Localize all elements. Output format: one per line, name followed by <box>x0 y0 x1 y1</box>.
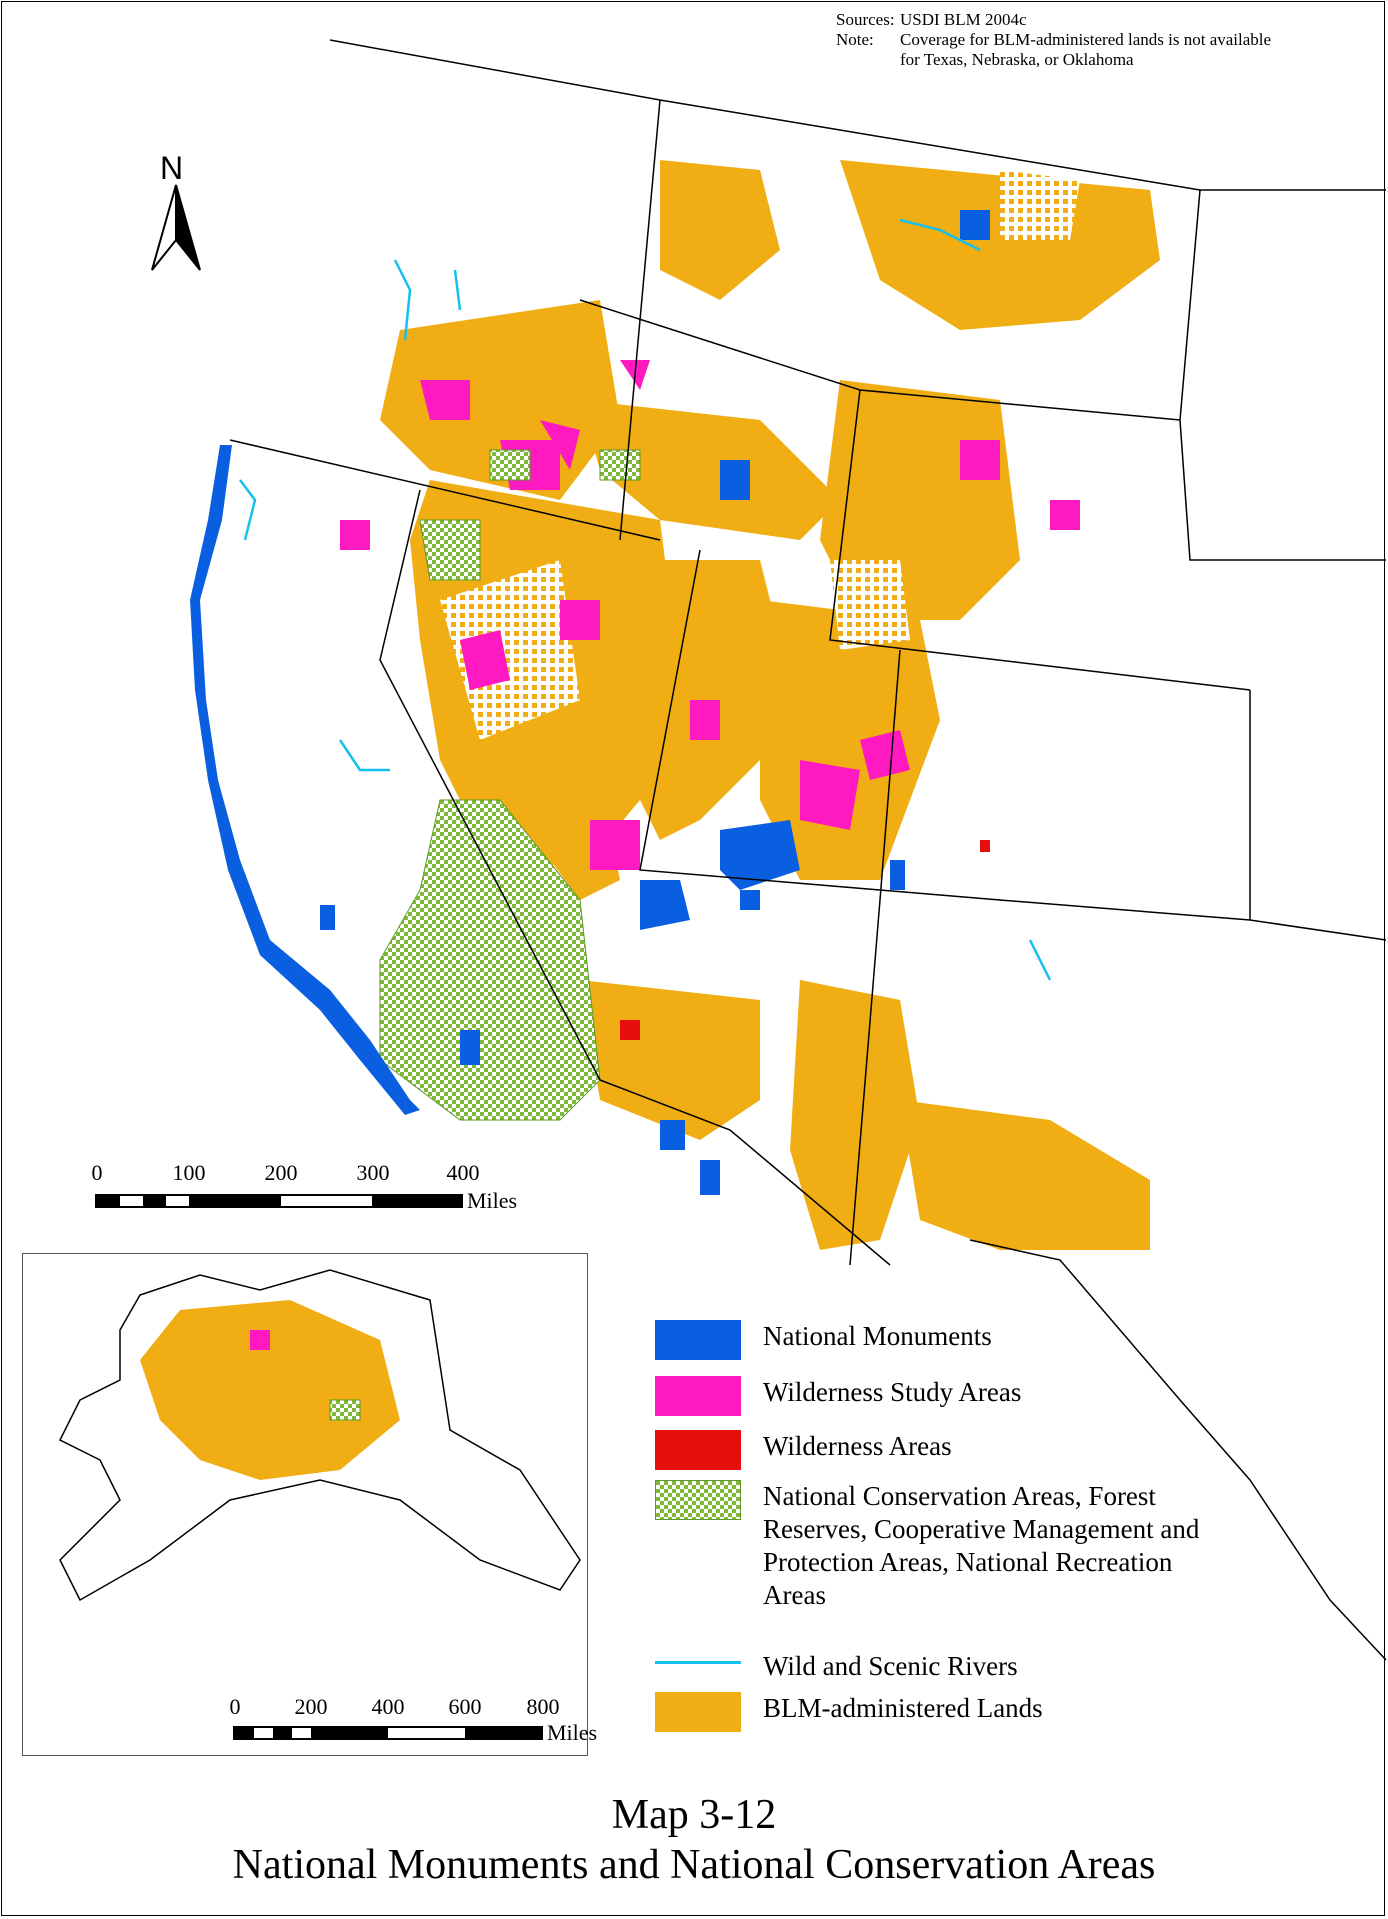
scale-tick: 400 <box>371 1694 405 1719</box>
legend-label: Wild and Scenic Rivers <box>763 1651 1018 1681</box>
legend-label: Wilderness Study Areas <box>763 1377 1022 1407</box>
wild-scenic-rivers <box>239 218 1052 981</box>
inset-scale-bar: 0 200 400 600 800 Miles <box>229 1694 598 1745</box>
state-boundaries <box>229 39 1387 1661</box>
legend-label: Wilderness Areas <box>763 1431 952 1461</box>
legend-label: BLM-administered Lands <box>763 1693 1043 1723</box>
north-arrow-icon <box>151 184 201 271</box>
legend-swatch <box>655 1430 741 1470</box>
map-title: National Monuments and National Conserva… <box>232 1842 1156 1888</box>
scale-tick: 0 <box>229 1694 241 1719</box>
scale-tick: 200 <box>294 1694 328 1719</box>
scale-tick: 800 <box>526 1694 560 1719</box>
scale-unit: Miles <box>467 1188 518 1213</box>
scale-unit: Miles <box>547 1720 598 1745</box>
sources-value: USDI BLM 2004c <box>900 10 1027 29</box>
national-monuments <box>190 210 990 1195</box>
map-number: Map 3-12 <box>611 1792 777 1838</box>
blm-lands <box>380 160 1160 1250</box>
scale-tick: 400 <box>446 1160 480 1185</box>
north-label: N <box>160 150 184 186</box>
blm-lands-scatter <box>440 170 1080 740</box>
scale-tick: 200 <box>264 1160 298 1185</box>
national-conservation-areas <box>379 449 641 1121</box>
note-line-1: Coverage for BLM-administered lands is n… <box>900 30 1272 49</box>
legend-item-national-conservation-areas: National Conservation Areas, Forest Rese… <box>655 1480 1233 1612</box>
scale-tick: 300 <box>356 1160 390 1185</box>
scale-tick: 0 <box>91 1160 103 1185</box>
legend-swatch <box>655 1480 741 1520</box>
legend-item-wilderness-areas: Wilderness Areas <box>655 1430 952 1470</box>
north-arrow: N <box>146 150 206 275</box>
legend-item-wild-scenic-rivers: Wild and Scenic Rivers <box>655 1650 1018 1683</box>
alaska-inset: 0 200 400 600 800 Miles <box>22 1253 598 1756</box>
scale-tick: 600 <box>448 1694 482 1719</box>
sources-note: Sources: USDI BLM 2004c Note: Coverage f… <box>836 10 1271 70</box>
note-label: Note: <box>836 30 874 49</box>
legend-swatch <box>655 1320 741 1360</box>
legend-label: National Monuments <box>763 1321 992 1351</box>
scale-tick: 100 <box>172 1160 206 1185</box>
legend-label: National Conservation Areas, Forest Rese… <box>763 1481 1200 1610</box>
legend-swatch <box>655 1654 741 1672</box>
legend-swatch <box>655 1376 741 1416</box>
legend-item-wilderness-study-areas: Wilderness Study Areas <box>655 1376 1021 1416</box>
legend-item-national-monuments: National Monuments <box>655 1320 992 1360</box>
legend-swatch <box>655 1692 741 1732</box>
sources-label: Sources: <box>836 10 895 29</box>
alaska-shape <box>58 1269 581 1602</box>
main-scale-bar: 0 100 200 300 400 Miles <box>91 1160 535 1220</box>
note-line-2: for Texas, Nebraska, or Oklahoma <box>900 50 1134 69</box>
legend-item-blm-lands: BLM-administered Lands <box>655 1692 1043 1732</box>
